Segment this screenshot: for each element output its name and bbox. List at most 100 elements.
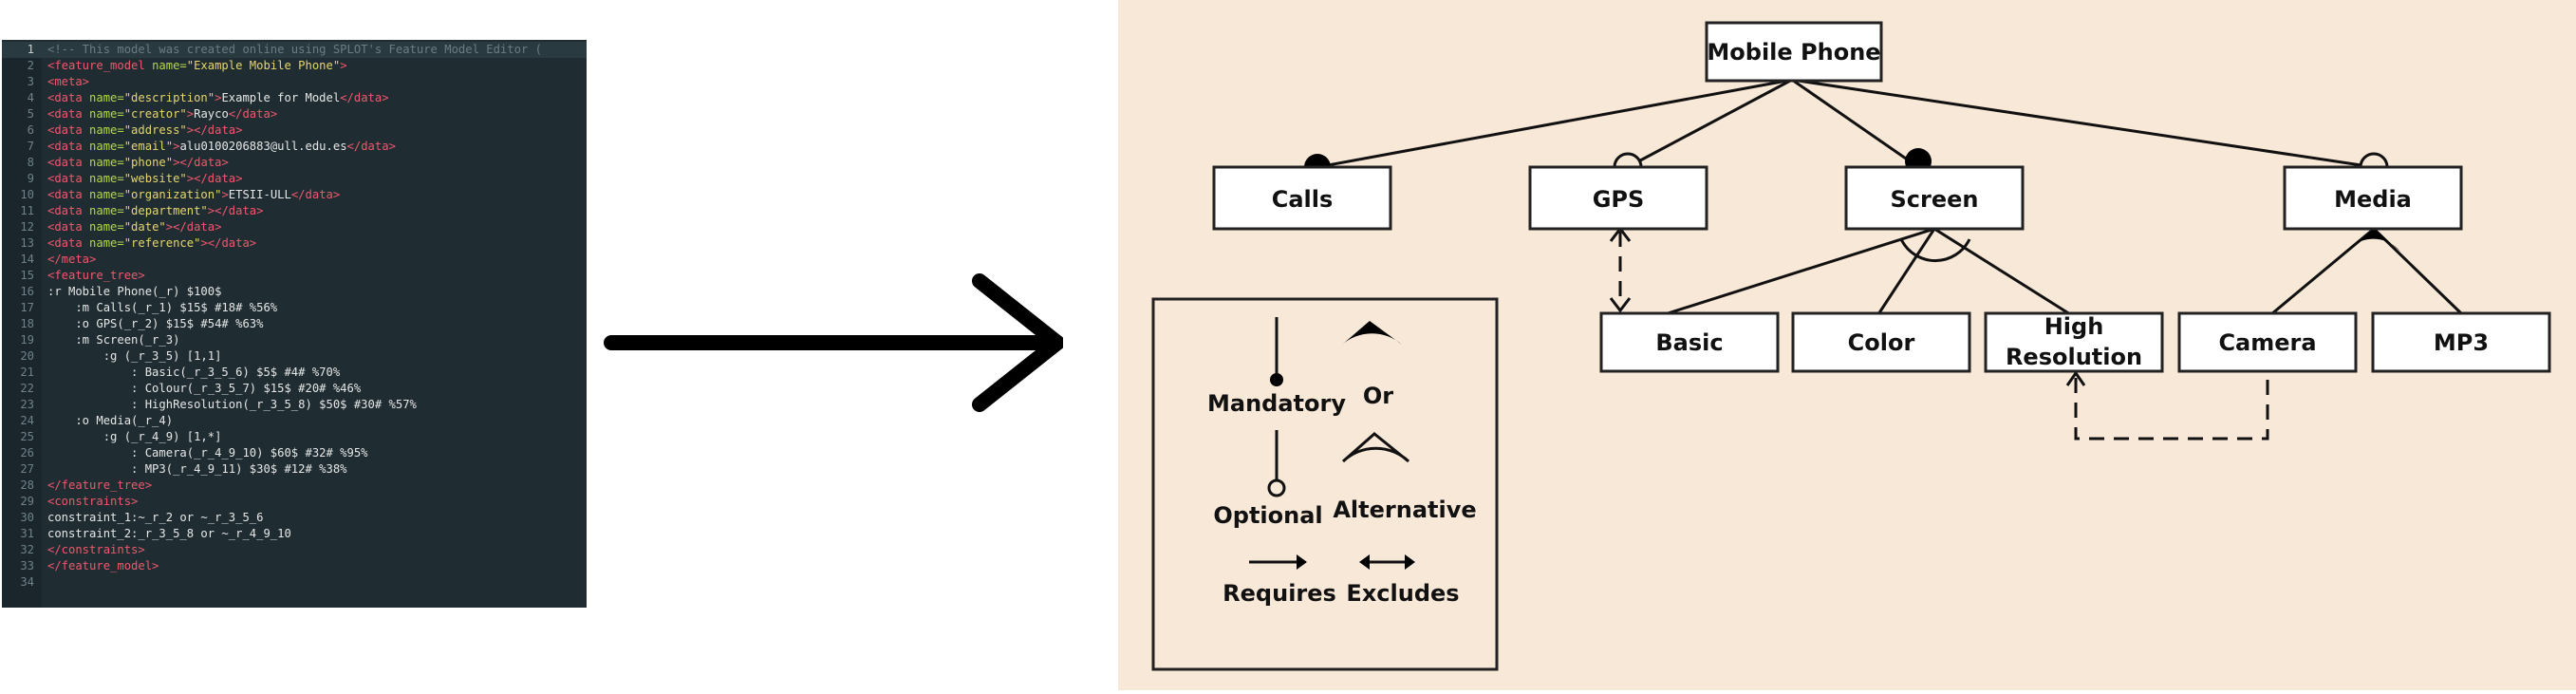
line-number: 29 bbox=[20, 495, 34, 508]
line-number: 32 bbox=[20, 543, 34, 556]
code-token: :o GPS(_r_2) $15$ #54# %63% bbox=[47, 317, 264, 330]
code-token: </data> bbox=[290, 188, 341, 201]
code-line[interactable]: 19 :m Screen(_r_3) bbox=[2, 332, 587, 348]
legend-optional-label: Optional bbox=[1213, 502, 1322, 529]
feature-mobile-phone bbox=[1705, 21, 1883, 83]
feature-label: Screen bbox=[1891, 186, 1979, 213]
line-number: 2 bbox=[27, 59, 34, 72]
code-editor[interactable]: 1<!-- This model was created online usin… bbox=[2, 40, 587, 608]
legend-mandatory-label: Mandatory bbox=[1207, 390, 1346, 417]
code-token: : Colour(_r_3_5_7) $15$ #20# %46% bbox=[47, 382, 362, 395]
line-number: 34 bbox=[20, 575, 34, 589]
feature-gps bbox=[1528, 165, 1708, 231]
code-token: ></data> bbox=[186, 123, 243, 137]
code-line[interactable]: 15<feature_tree> bbox=[2, 268, 587, 284]
right-arrow-icon bbox=[604, 273, 1063, 412]
code-line[interactable]: 21 : Basic(_r_3_5_6) $5$ #4# %70% bbox=[2, 365, 587, 381]
feature-label: MP3 bbox=[2434, 329, 2489, 356]
feature-label: Calls bbox=[1272, 186, 1334, 213]
code-token: "email" bbox=[123, 140, 174, 153]
code-token: name= bbox=[89, 107, 124, 121]
line-number: 26 bbox=[20, 446, 34, 460]
code-token: <constraints> bbox=[47, 495, 139, 508]
feature-label: Camera bbox=[2218, 329, 2316, 356]
code-line[interactable]: 14 </meta> bbox=[2, 252, 587, 268]
code-token: <data bbox=[47, 188, 90, 201]
code-token: > bbox=[186, 107, 195, 121]
feature-label: Basic bbox=[1655, 329, 1723, 356]
code-line[interactable]: 27 : MP3(_r_4_9_11) $30$ #12# %38% bbox=[2, 461, 587, 478]
feature-label: Media bbox=[2334, 186, 2412, 213]
code-line[interactable]: 8<data name="phone"></data> bbox=[2, 155, 587, 171]
line-number: 14 bbox=[20, 253, 34, 266]
code-token: > bbox=[221, 188, 229, 201]
code-token: :m Screen(_r_3) bbox=[47, 333, 180, 347]
code-token: name= bbox=[89, 156, 124, 169]
code-token: :o Media(_r_4) bbox=[47, 414, 174, 427]
line-number: 11 bbox=[20, 204, 34, 217]
code-line[interactable]: 3<meta> bbox=[2, 74, 587, 90]
code-token: constraint_2:_r_3_5_8 or ~_r_4_9_10 bbox=[47, 527, 291, 540]
code-line[interactable]: 29 <constraints> bbox=[2, 494, 587, 510]
code-token: :g (_r_4_9) [1,*] bbox=[47, 430, 222, 443]
code-line[interactable]: 23 : HighResolution(_r_3_5_8) $50$ #30# … bbox=[2, 397, 587, 413]
code-token: Example for Model bbox=[221, 91, 341, 104]
line-number: 12 bbox=[20, 220, 34, 234]
code-line[interactable]: 10<data name="organization">ETSII-ULL</d… bbox=[2, 187, 587, 203]
requires-icon bbox=[1297, 554, 1307, 570]
code-line[interactable]: 9<data name="website"></data> bbox=[2, 171, 587, 187]
legend-or-label: Or bbox=[1363, 383, 1393, 409]
feature-high-resolution bbox=[1984, 311, 2164, 373]
line-number: 30 bbox=[20, 511, 34, 524]
line-number: 33 bbox=[20, 559, 34, 572]
code-line[interactable]: 16:r Mobile Phone(_r) $100$ bbox=[2, 284, 587, 300]
code-line[interactable]: 13<data name="reference"></data> bbox=[2, 235, 587, 252]
feature-model-diagram: Mobile Phone Calls GPS Screen Media Basi… bbox=[1118, 0, 2576, 690]
code-token: "creator" bbox=[123, 107, 187, 121]
code-line[interactable]: 4<data name="description">Example for Mo… bbox=[2, 90, 587, 106]
line-number: 20 bbox=[20, 349, 34, 363]
code-token: <data bbox=[47, 140, 90, 153]
legend: Mandatory Or Optional Alternative Requir… bbox=[1151, 297, 1499, 671]
line-number: 6 bbox=[27, 123, 34, 137]
code-token: ></data> bbox=[186, 172, 243, 185]
line-number: 17 bbox=[20, 301, 34, 314]
code-line[interactable]: 20 :g (_r_3_5) [1,1] bbox=[2, 348, 587, 365]
code-line[interactable]: 6<data name="address"></data> bbox=[2, 122, 587, 139]
code-line[interactable]: 28</feature_tree> bbox=[2, 478, 587, 494]
code-line[interactable]: 24 :o Media(_r_4) bbox=[2, 413, 587, 429]
code-token: "description" bbox=[123, 91, 215, 104]
code-line[interactable]: 5<data name="creator">Rayco</data> bbox=[2, 106, 587, 122]
code-token: > bbox=[340, 59, 347, 72]
feature-label: GPS bbox=[1593, 186, 1645, 213]
code-line[interactable]: 25 :g (_r_4_9) [1,*] bbox=[2, 429, 587, 445]
code-token: </meta> bbox=[47, 253, 97, 266]
code-line[interactable]: 17 :m Calls(_r_1) $15$ #18# %56% bbox=[2, 300, 587, 316]
code-token: name= bbox=[89, 188, 124, 201]
code-token: name= bbox=[89, 91, 124, 104]
code-line[interactable]: 22 : Colour(_r_3_5_7) $15$ #20# %46% bbox=[2, 381, 587, 397]
line-number: 21 bbox=[20, 366, 34, 379]
code-token: <data bbox=[47, 156, 90, 169]
code-line[interactable]: 2<feature_model name="Example Mobile Pho… bbox=[2, 58, 587, 74]
code-token: :g (_r_3_5) [1,1] bbox=[47, 349, 222, 363]
code-token: :r Mobile Phone(_r) $100$ bbox=[47, 285, 222, 298]
code-line[interactable]: 11<data name="department"></data> bbox=[2, 203, 587, 219]
code-line[interactable]: 7<data name="email">alu0100206883@ull.ed… bbox=[2, 139, 587, 155]
code-line[interactable]: 1<!-- This model was created online usin… bbox=[2, 42, 587, 58]
code-line[interactable]: 34 bbox=[2, 574, 587, 591]
code-token: "department" bbox=[123, 204, 208, 217]
code-token: > bbox=[173, 140, 180, 153]
code-line[interactable]: 32</constraints> bbox=[2, 542, 587, 558]
code-token: :m Calls(_r_1) $15$ #18# %56% bbox=[47, 301, 278, 314]
code-token: <feature_model bbox=[47, 59, 153, 72]
legend-excludes-label: Excludes bbox=[1346, 580, 1459, 607]
code-line[interactable]: 12<data name="date"></data> bbox=[2, 219, 587, 235]
feature-color bbox=[1791, 311, 1971, 373]
line-number: 13 bbox=[20, 236, 34, 250]
code-line[interactable]: 33</feature_model> bbox=[2, 558, 587, 574]
code-line[interactable]: 18 :o GPS(_r_2) $15$ #54# %63% bbox=[2, 316, 587, 332]
code-line[interactable]: 26 : Camera(_r_4_9_10) $60$ #32# %95% bbox=[2, 445, 587, 461]
